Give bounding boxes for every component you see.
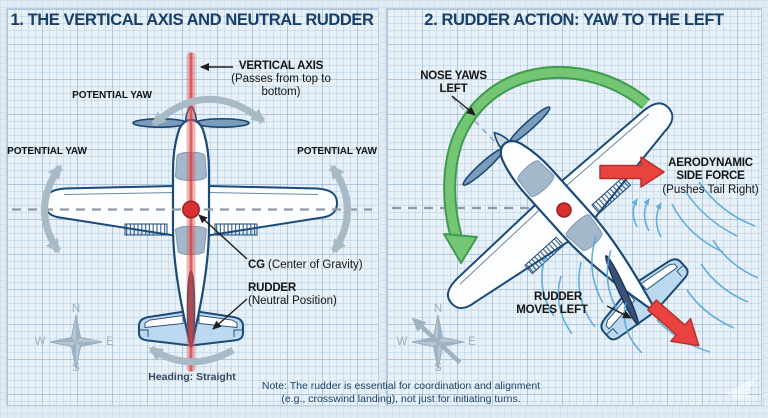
panel1-title: 1. THE VERTICAL AXIS AND NEUTRAL RUDDER [10,11,374,29]
potential-yaw-arcs [41,95,351,366]
compass-rose-panel2 [411,314,465,370]
heading-straight-arc [148,345,235,366]
panel2-title: 2. RUDDER ACTION: YAW TO THE LEFT [424,11,724,29]
vertical-axis-sublabel: (Passes from top to bottom) [231,73,331,98]
side-force-sublabel: (Pushes Tail Right) [662,184,759,196]
compass-rose-panel1 [49,314,103,370]
rudder-moves-label-line2: MOVES LEFT [516,304,588,316]
cg-dot-panel2 [556,202,572,218]
compass2-s: S [434,362,442,374]
airflow-lines [541,181,759,354]
cg-abbr: CG [248,259,265,271]
potential-yaw-right-label: POTENTIAL YAW [297,146,377,157]
footnote-line2: (e.g., crosswind landing), not just for … [281,393,521,405]
rudder-sublabel: (Neutral Position) [248,295,337,307]
cg-dot-panel1 [182,200,200,219]
compass1-w: W [34,336,46,348]
compass1-e: E [106,336,114,348]
nose-yaws-label-line1: NOSE YAWS [420,70,487,82]
compass1-s: S [72,362,80,374]
nose-yaws-label-line2: LEFT [439,83,468,95]
side-force-label-line2: SIDE FORCE [676,170,745,182]
compass1-n: N [71,303,81,315]
vertical-axis-label: VERTICAL AXIS [238,60,324,72]
rudder-label: RUDDER [248,282,296,294]
footnote-line1: Note: The rudder is essential for coordi… [261,380,541,392]
compass-needle-nw [411,317,462,365]
compass2-e: E [468,336,476,348]
cg-sublabel: (Center of Gravity) [264,259,363,271]
compass2-w: W [396,336,408,348]
aerodynamic-side-force-arrow [599,156,665,188]
heading-caption: Heading: Straight [148,371,236,383]
callout-pointers [198,63,632,330]
tail-thrust-red-arrow [646,299,700,347]
rudder-moves-label-line1: RUDDER [534,291,582,303]
side-force-label-line1: AERODYNAMIC [668,157,753,169]
potential-yaw-top-label: POTENTIAL YAW [72,90,152,101]
potential-yaw-left-label: POTENTIAL YAW [7,146,87,157]
cg-label: CG (Center of Gravity) [248,255,363,273]
watermark-logo [726,377,757,399]
compass2-n: N [433,303,443,315]
